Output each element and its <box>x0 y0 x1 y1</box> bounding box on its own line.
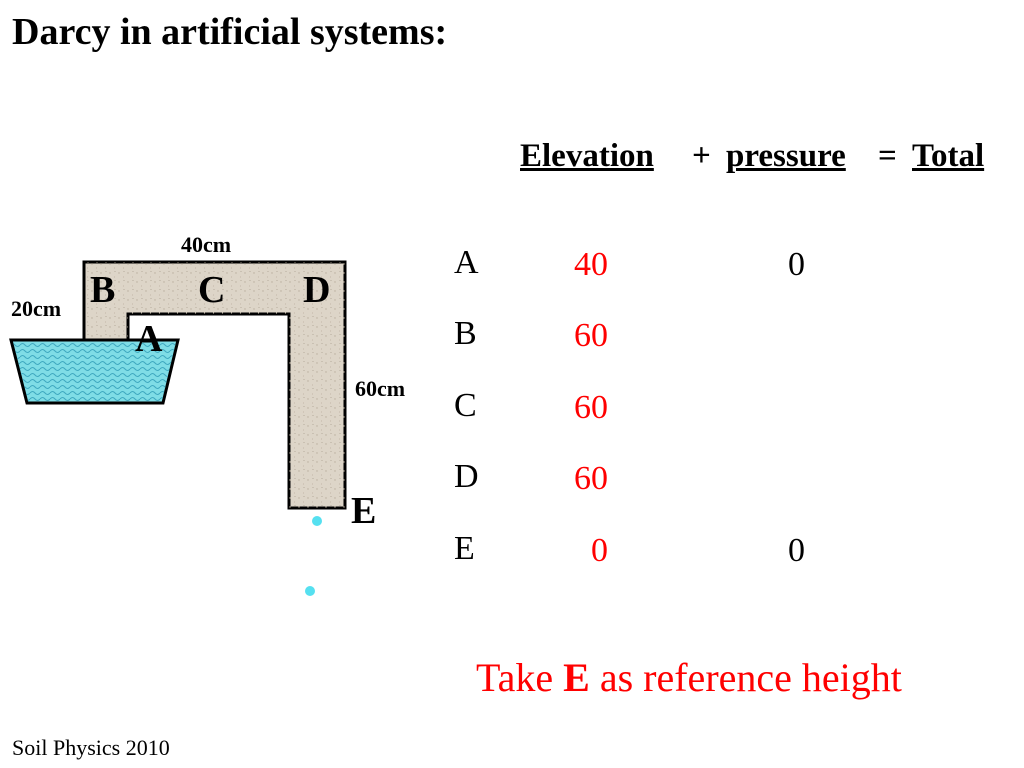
header-pressure-label: pressure <box>726 138 846 174</box>
row-pressure-e: 0 <box>788 532 805 569</box>
note-before: Take <box>476 655 554 700</box>
footer-text: Soil Physics 2010 <box>12 735 170 760</box>
row-label-d: D <box>454 458 479 495</box>
header-elevation: Elevation <box>520 138 654 174</box>
dimension-right: 60cm <box>355 376 406 401</box>
dimension-left: 20cm <box>11 296 62 321</box>
point-label-a: A <box>135 318 163 360</box>
note-after: as reference height <box>599 655 902 700</box>
header-pressure: pressure <box>726 138 846 174</box>
row-label-e: E <box>454 530 475 567</box>
header-total-label: Total <box>912 138 985 174</box>
header-plus: + <box>692 138 711 174</box>
row-elevation-c: 60 <box>574 389 608 426</box>
row-elevation-b: 60 <box>574 317 608 354</box>
header-equals: = <box>878 138 897 174</box>
point-label-d: D <box>303 269 331 311</box>
water-drop <box>312 516 322 526</box>
row-pressure-a: 0 <box>788 246 805 283</box>
row-elevation-a: 40 <box>574 246 608 283</box>
row-label-c: C <box>454 387 477 424</box>
dimension-top: 40cm <box>181 232 232 257</box>
row-label-b: B <box>454 315 477 352</box>
row-elevation-d: 60 <box>574 460 608 497</box>
row-elevation-e: 0 <box>591 532 608 569</box>
point-label-c: C <box>198 269 226 311</box>
header-elevation-label: Elevation <box>520 138 654 174</box>
slide-title: Darcy in artificial systems: <box>12 11 448 53</box>
point-label-e: E <box>351 490 377 532</box>
row-label-a: A <box>454 244 479 281</box>
reference-note: Take E as reference height <box>476 656 902 700</box>
point-label-b: B <box>90 269 116 311</box>
header-total: Total <box>912 138 984 174</box>
note-bold: E <box>563 655 590 700</box>
water-drop <box>305 586 315 596</box>
